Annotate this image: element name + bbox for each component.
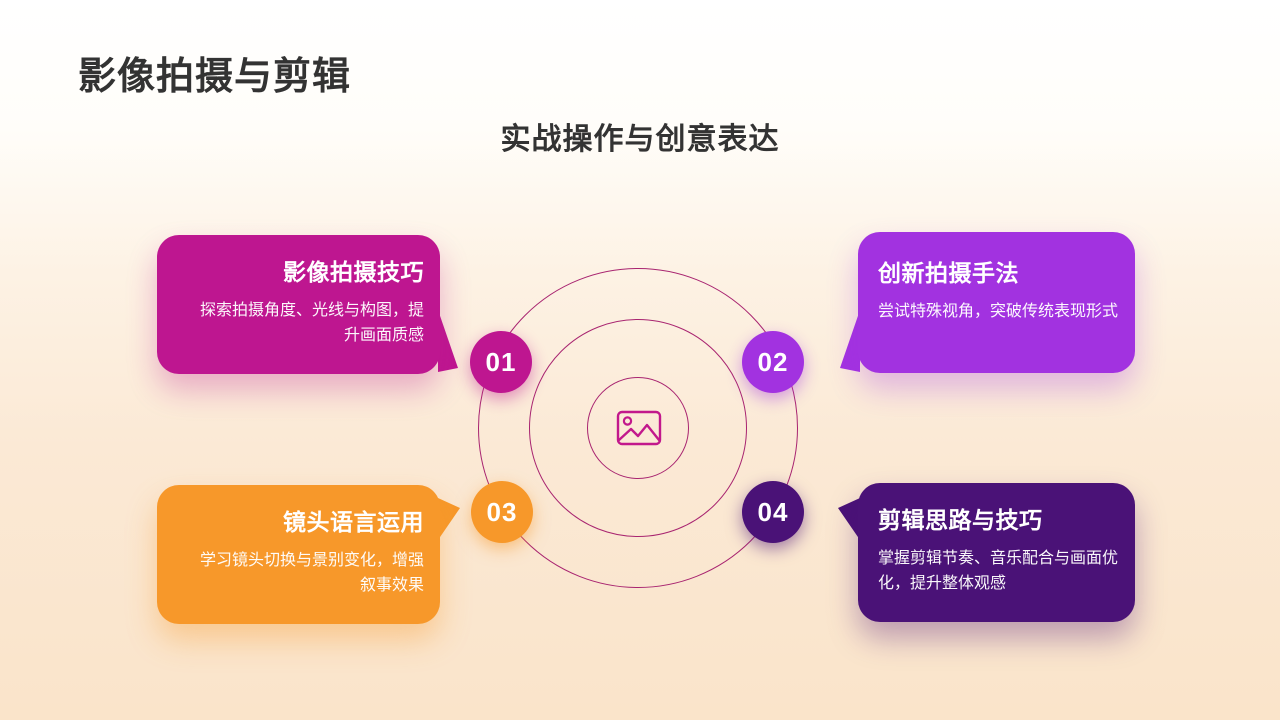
card-tail bbox=[438, 310, 458, 372]
ring-circle-outer bbox=[478, 268, 798, 588]
step-badge-01: 01 bbox=[470, 331, 532, 393]
card-tail bbox=[840, 310, 860, 372]
image-icon bbox=[616, 410, 662, 446]
card-body: 探索拍摄角度、光线与构图，提升画面质感 bbox=[199, 302, 424, 344]
card-title: 镜头语言运用 bbox=[283, 509, 424, 535]
card-body: 尝试特殊视角，突破传统表现形式 bbox=[878, 303, 1119, 320]
card-title: 创新拍摄手法 bbox=[878, 260, 1019, 286]
page-subtitle: 实战操作与创意表达 bbox=[500, 123, 780, 156]
card-body: 学习镜头切换与景别变化，增强叙事效果 bbox=[199, 552, 424, 594]
step-badge-04: 04 bbox=[742, 481, 804, 543]
page-title: 影像拍摄与剪辑 bbox=[78, 56, 352, 98]
card-bottom-right: 剪辑思路与技巧 掌握剪辑节奏、音乐配合与画面优化，提升整体观感 bbox=[858, 483, 1135, 622]
card-bottom-left: 镜头语言运用 学习镜头切换与景别变化，增强叙事效果 bbox=[157, 485, 440, 624]
card-body: 掌握剪辑节奏、音乐配合与画面优化，提升整体观感 bbox=[878, 550, 1119, 592]
ring-circle-middle bbox=[529, 319, 747, 537]
card-tail bbox=[438, 498, 460, 540]
card-top-left: 影像拍摄技巧 探索拍摄角度、光线与构图，提升画面质感 bbox=[157, 235, 440, 374]
card-title: 剪辑思路与技巧 bbox=[878, 507, 1043, 533]
card-top-right: 创新拍摄手法 尝试特殊视角，突破传统表现形式 bbox=[858, 232, 1135, 373]
card-title: 影像拍摄技巧 bbox=[283, 259, 424, 285]
card-tail bbox=[838, 498, 860, 540]
step-badge-02: 02 bbox=[742, 331, 804, 393]
ring-circle-inner bbox=[587, 377, 689, 479]
step-badge-03: 03 bbox=[471, 481, 533, 543]
